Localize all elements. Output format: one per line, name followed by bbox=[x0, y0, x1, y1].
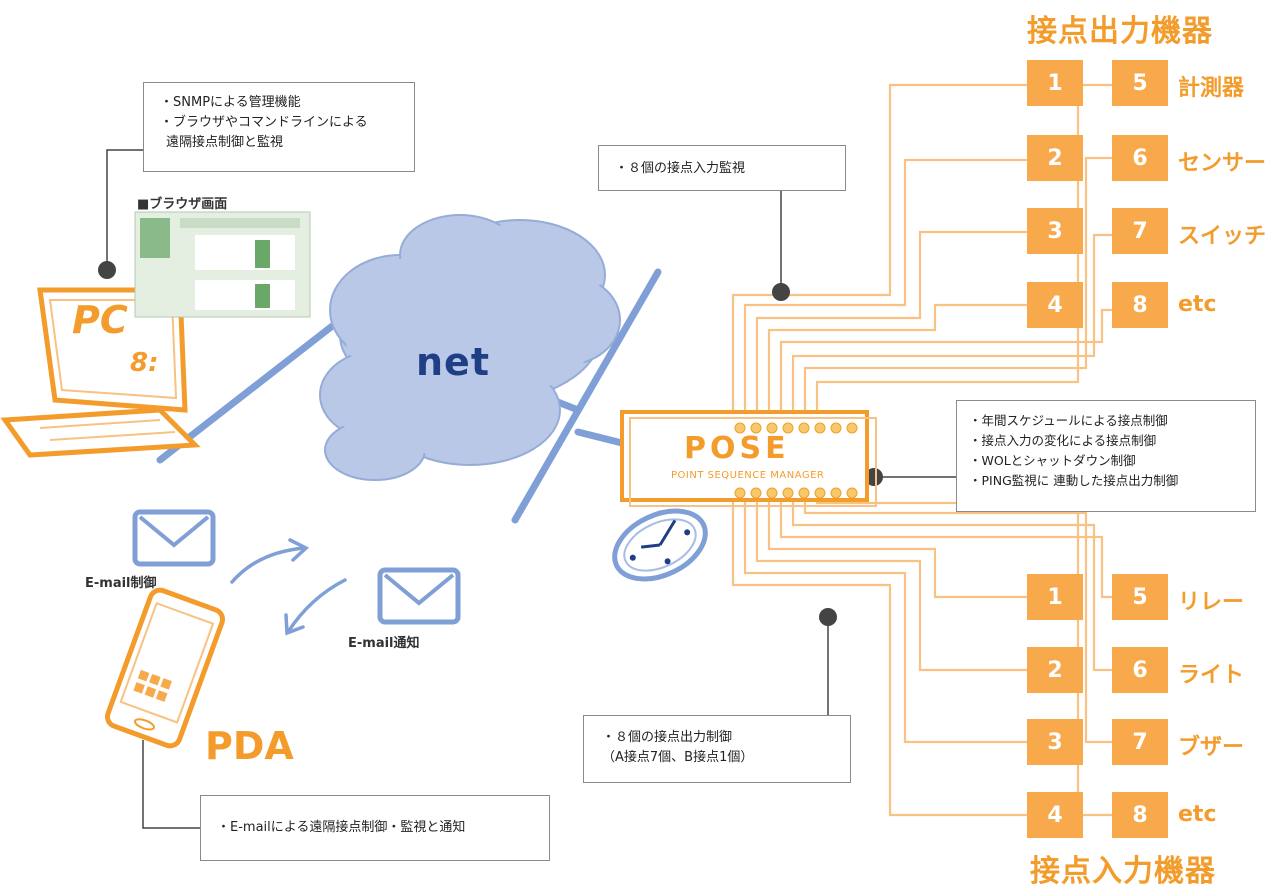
pc-dot bbox=[98, 261, 116, 279]
input-group-title: 接点入力機器 bbox=[1030, 854, 1216, 889]
pda-info-box: ・E-mailによる遠隔接点制御・監視と通知 bbox=[200, 795, 550, 861]
output-group-title: 接点出力機器 bbox=[1027, 14, 1213, 49]
pda-icon bbox=[104, 587, 226, 749]
pc-label: PC bbox=[72, 298, 128, 342]
output-control-box: ・８個の接点出力制御 （A接点7個、B接点1個） bbox=[583, 715, 851, 783]
pc-info-box: ・SNMPによる管理機能 ・ブラウザやコマンドラインによる 遠隔接点制御と監視 bbox=[143, 82, 415, 172]
output-device-label: スイッチ bbox=[1178, 224, 1267, 249]
pose-device bbox=[620, 410, 877, 507]
pc-info-line: 遠隔接点制御と監視 bbox=[166, 135, 284, 150]
output-right-number: 6 bbox=[1112, 135, 1168, 181]
input-device-label: etc bbox=[1178, 802, 1217, 827]
cloud-label: net bbox=[416, 340, 490, 384]
browser-screenshot bbox=[134, 211, 311, 318]
input-right-number: 6 bbox=[1112, 647, 1168, 693]
input-device-label: ブザー bbox=[1178, 735, 1245, 760]
feature-line: ・接点入力の変化による接点制御 bbox=[969, 433, 1157, 448]
clock-icon bbox=[612, 508, 708, 582]
input-left-number: 2 bbox=[1027, 647, 1083, 693]
output-left-number: 1 bbox=[1027, 60, 1083, 106]
feature-line: ・WOLとシャットダウン制御 bbox=[969, 453, 1136, 468]
features-dot bbox=[865, 468, 883, 486]
email-notify-icon bbox=[377, 567, 461, 625]
output-control-line: （A接点7個、B接点1個） bbox=[602, 750, 754, 765]
input-monitor-box: ・８個の接点入力監視 bbox=[598, 145, 846, 191]
email-notify-label: E-mail通知 bbox=[348, 636, 420, 651]
output-control-line: ・８個の接点出力制御 bbox=[602, 730, 733, 745]
output-wiring bbox=[731, 83, 1115, 425]
output-right-number: 5 bbox=[1112, 60, 1168, 106]
pc-info-line: ・SNMPによる管理機能 bbox=[160, 95, 301, 110]
browser-caption: ■ブラウザ画面 bbox=[137, 197, 228, 212]
input-monitor-dot bbox=[772, 283, 790, 301]
output-left-number: 4 bbox=[1027, 282, 1083, 328]
pda-label: PDA bbox=[205, 724, 294, 768]
email-arrows bbox=[230, 538, 347, 636]
input-monitor-text: ・８個の接点入力監視 bbox=[615, 161, 746, 176]
output-device-label: 計測器 bbox=[1178, 76, 1245, 101]
input-left-number: 4 bbox=[1027, 792, 1083, 838]
email-control-icon bbox=[132, 509, 216, 567]
input-right-number: 7 bbox=[1112, 719, 1168, 765]
laptop-icon bbox=[0, 287, 201, 458]
input-right-number: 8 bbox=[1112, 792, 1168, 838]
pc-screen-glyph: 8: bbox=[130, 348, 159, 378]
output-left-number: 3 bbox=[1027, 208, 1083, 254]
output-right-number: 8 bbox=[1112, 282, 1168, 328]
input-right-number: 5 bbox=[1112, 574, 1168, 620]
email-control-label: E-mail制御 bbox=[85, 576, 157, 591]
output-device-label: etc bbox=[1178, 292, 1217, 317]
feature-line: ・PING監視に 連動した接点出力制御 bbox=[969, 473, 1179, 488]
output-left-number: 2 bbox=[1027, 135, 1083, 181]
pda-info-text: ・E-mailによる遠隔接点制御・監視と通知 bbox=[217, 820, 466, 835]
features-box: ・年間スケジュールによる接点制御 ・接点入力の変化による接点制御 ・WOLとシャ… bbox=[956, 400, 1256, 512]
pose-logo: POSE bbox=[684, 431, 790, 466]
input-left-number: 1 bbox=[1027, 574, 1083, 620]
pose-subtitle: POINT SEQUENCE MANAGER bbox=[671, 470, 825, 481]
output-right-number: 7 bbox=[1112, 208, 1168, 254]
pc-info-line: ・ブラウザやコマンドラインによる bbox=[160, 115, 368, 130]
feature-line: ・年間スケジュールによる接点制御 bbox=[969, 413, 1168, 428]
output-control-dot bbox=[819, 608, 837, 626]
input-device-label: リレー bbox=[1178, 590, 1245, 615]
input-left-number: 3 bbox=[1027, 719, 1083, 765]
output-device-label: センサー bbox=[1178, 151, 1267, 176]
input-device-label: ライト bbox=[1178, 663, 1245, 688]
